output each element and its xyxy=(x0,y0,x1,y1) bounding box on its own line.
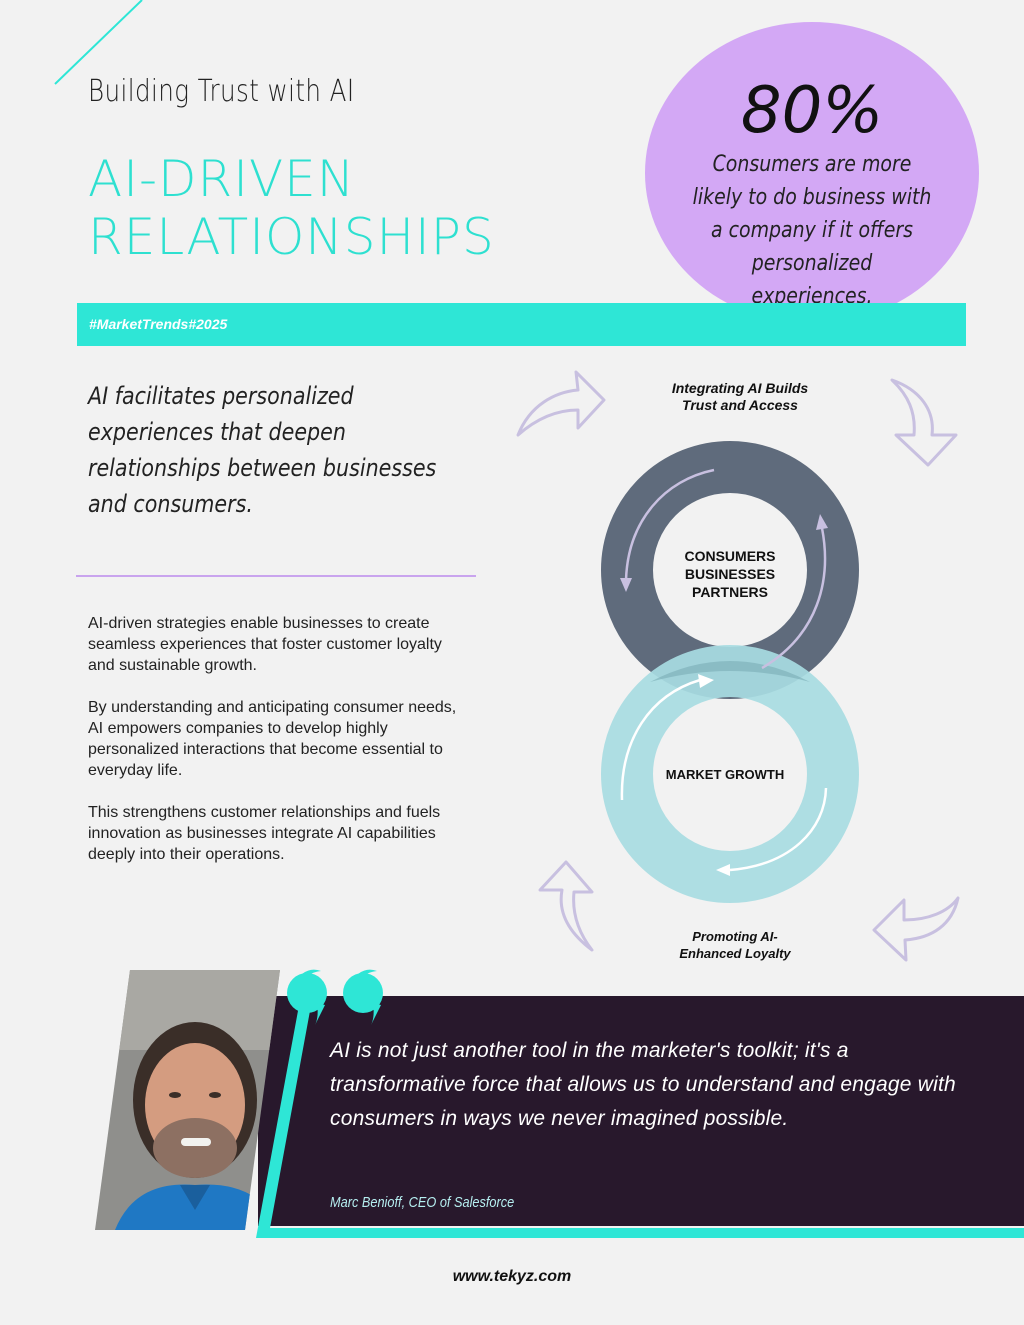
page-title: AI-DRIVEN RELATIONSHIPS xyxy=(88,150,495,266)
quote-author: Marc Benioff, CEO of Salesforce xyxy=(330,1194,515,1211)
lead-paragraph: AI facilitates personalized experiences … xyxy=(88,382,437,518)
cycle-label-top-line-2: Trust and Access xyxy=(682,397,798,413)
decorative-line xyxy=(54,0,143,85)
cycle-diagram: Integrating AI Builds Trust and Access C… xyxy=(500,360,980,970)
section-divider xyxy=(76,575,476,577)
body-paragraph-2: By understanding and anticipating consum… xyxy=(88,699,457,779)
body-paragraph-1: AI-driven strategies enable businesses t… xyxy=(88,615,442,674)
inner-arrow-top-right-icon xyxy=(761,527,827,670)
arrow-bottom-right-icon xyxy=(872,896,960,962)
body-paragraph-3: This strengthens customer relationships … xyxy=(88,804,441,863)
ring-label-line-2: BUSINESSES xyxy=(684,566,776,582)
headline-line-1: AI-DRIVEN xyxy=(88,150,356,208)
cycle-label-bottom-line-2: Enhanced Loyalty xyxy=(679,946,791,961)
inner-arrow-top-left-icon xyxy=(624,468,715,581)
hashtag-text: #MarketTrends#2025 xyxy=(89,316,228,332)
ring-overlap xyxy=(650,661,810,682)
inner-arrow-bottom-right-icon xyxy=(729,787,828,872)
eyebrow-title: Building Trust with AI xyxy=(88,74,355,109)
stat-value: 80% xyxy=(740,74,884,148)
cycle-diagram-graphic xyxy=(516,370,960,962)
hashtag-banner: #MarketTrends#2025 xyxy=(77,303,966,346)
headline-line-2: RELATIONSHIPS xyxy=(88,208,495,266)
cycle-label-top: Integrating AI Builds Trust and Access xyxy=(640,380,840,414)
cycle-label-bottom-line-1: Promoting AI- xyxy=(692,929,778,944)
quote-text: AI is not just another tool in the marke… xyxy=(330,1039,956,1130)
arrow-bottom-left-icon xyxy=(538,860,594,952)
cycle-label-bottom: Promoting AI- Enhanced Loyalty xyxy=(660,928,810,962)
ring-label-line-3: PARTNERS xyxy=(692,584,768,600)
body-copy: AI-driven strategies enable businesses t… xyxy=(88,613,473,886)
arrow-top-left-icon xyxy=(516,370,606,437)
arrow-top-right-icon xyxy=(890,378,958,467)
ring-label-market-growth: MARKET GROWTH xyxy=(665,767,785,782)
stat-callout: 80% Consumers are more likely to do busi… xyxy=(645,22,979,324)
inner-arrow-bottom-left-icon xyxy=(620,678,701,801)
cycle-label-top-line-1: Integrating AI Builds xyxy=(671,380,809,396)
footer-website-link[interactable]: www.tekyz.com xyxy=(452,1268,572,1285)
stat-description: Consumers are more likely to do business… xyxy=(692,152,932,309)
author-photo xyxy=(95,970,280,1230)
ring-label-line-1: CONSUMERS xyxy=(684,548,776,564)
ring-label-stakeholders: CONSUMERS BUSINESSES PARTNERS xyxy=(630,547,830,601)
quote-panel xyxy=(258,996,1024,1226)
quote-mark-icon xyxy=(287,969,383,1025)
